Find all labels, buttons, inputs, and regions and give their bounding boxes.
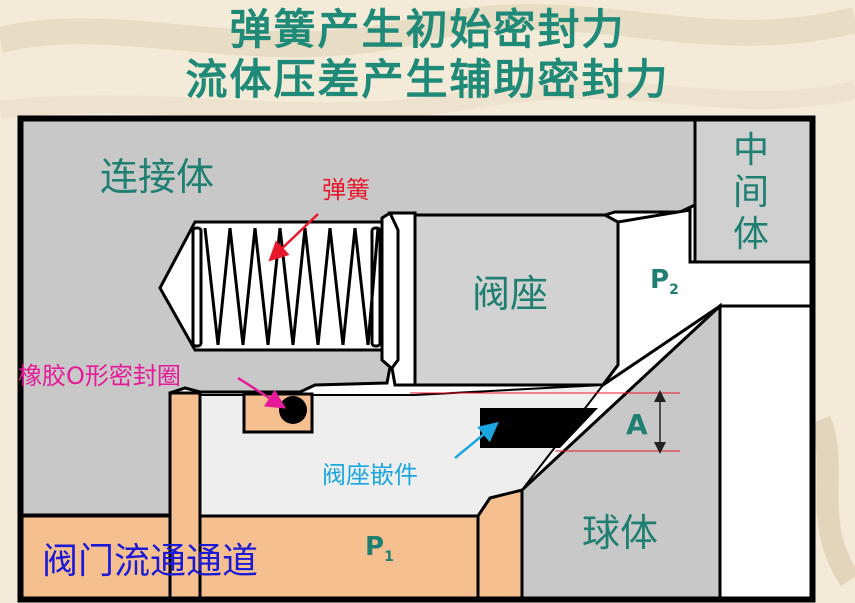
seat-lip: [387, 211, 417, 387]
label-p2-main: P: [650, 265, 670, 295]
oring-arrow: [237, 376, 287, 409]
label-middle-char-3: 体: [733, 214, 770, 255]
oring: [279, 396, 307, 424]
label-middle-char-2: 间: [733, 172, 770, 213]
spring-arrow: [268, 213, 319, 262]
label-p1: P1: [365, 532, 394, 565]
label-seat: 阀座: [472, 272, 549, 316]
label-seat-insert: 阀座嵌件: [322, 461, 418, 489]
ball-right-gap: [718, 304, 813, 600]
label-p2-sub: 2: [669, 282, 679, 298]
label-flow-channel: 阀门流通通道: [42, 541, 259, 582]
orange-wedge: [476, 488, 524, 600]
label-dim-a: A: [626, 408, 648, 441]
label-spring: 弹簧: [322, 176, 370, 204]
label-oring: 橡胶O形密封圈: [18, 362, 181, 390]
insert-arrow: [454, 421, 499, 459]
label-middle-body: 中 间 体: [733, 130, 769, 256]
label-p1-sub: 1: [384, 549, 394, 565]
label-p2: P2: [650, 265, 679, 298]
label-ball: 球体: [582, 511, 659, 555]
label-connector: 连接体: [100, 155, 215, 199]
orange-vertical: [168, 391, 202, 600]
spring-coils: [191, 226, 382, 348]
title-line-1: 弹簧产生初始密封力: [229, 5, 626, 54]
seat-insert: [480, 408, 598, 448]
title-line-2: 流体压差产生辅助密封力: [185, 55, 670, 104]
label-middle-char-1: 中: [733, 130, 770, 171]
label-p1-main: P: [365, 532, 385, 562]
